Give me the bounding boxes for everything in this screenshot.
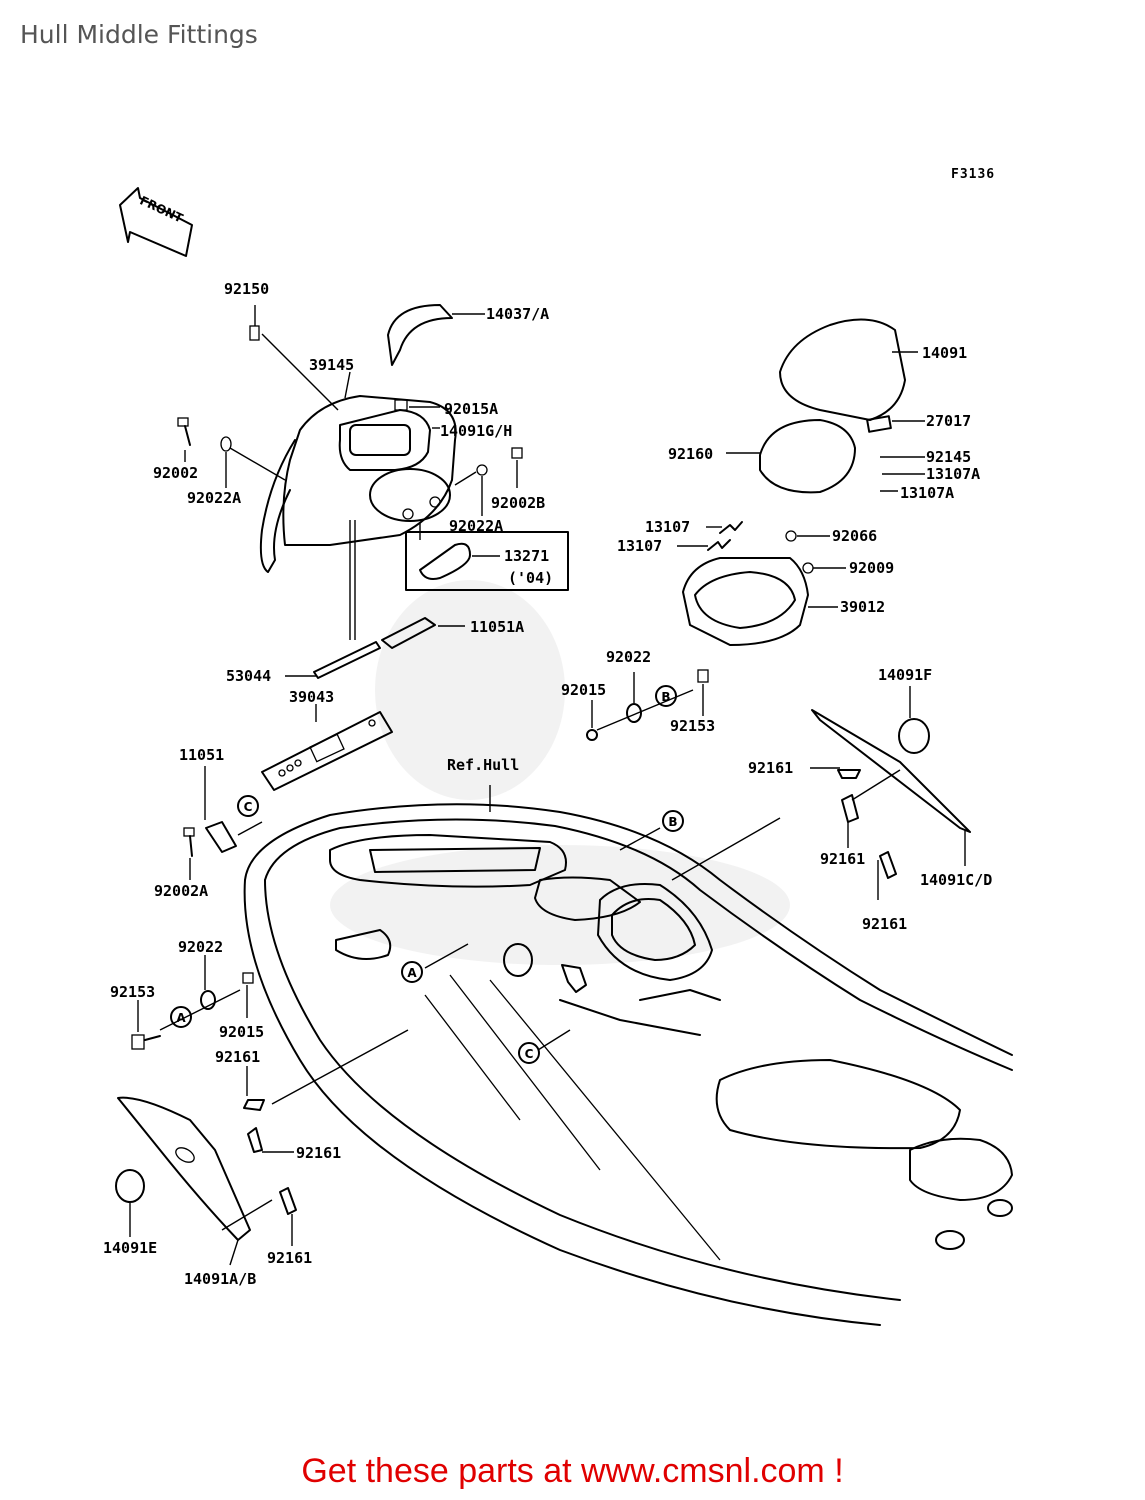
washer-92022A-left <box>220 436 286 488</box>
nut-92015A <box>394 399 408 411</box>
circle-ref-a-hull: A <box>401 961 423 983</box>
part-label-13107-2: 13107 <box>617 537 662 555</box>
part-label-13107A-2: 13107A <box>900 484 954 502</box>
part-label-27017: 27017 <box>926 412 971 430</box>
part-label-14091CD: 14091C/D <box>920 871 992 889</box>
circle-ref-a-left: A <box>170 1006 192 1028</box>
part-label-14037A: 14037/A <box>486 305 549 323</box>
part-label-11051: 11051 <box>179 746 224 764</box>
part-label-92145: 92145 <box>926 448 971 466</box>
callout-box-13271 <box>405 522 569 591</box>
part-label-53044: 53044 <box>226 667 271 685</box>
cover-14037 <box>387 304 453 366</box>
part-label-14091F: 14091F <box>878 666 932 684</box>
part-label-92009: 92009 <box>849 559 894 577</box>
pad-27017 <box>866 415 892 433</box>
part-label-92022-mid: 92022 <box>606 648 651 666</box>
page-title: Hull Middle Fittings <box>20 20 258 49</box>
part-label-39043: 39043 <box>289 688 334 706</box>
part-label-14091AB: 14091A/B <box>184 1270 256 1288</box>
part-label-92002B: 92002B <box>491 494 545 512</box>
bracket-11051 <box>183 766 263 880</box>
part-label-39145: 39145 <box>309 356 354 374</box>
front-arrow-icon: FRONT <box>119 187 193 257</box>
svg-text:A: A <box>407 966 417 980</box>
figure-code: F3136 <box>951 167 996 182</box>
trim-right-14091CD <box>810 686 971 900</box>
strip-11051A <box>381 617 436 649</box>
trim-left-14091AB <box>115 1029 409 1266</box>
part-label-92161-r1: 92161 <box>748 759 793 777</box>
fasteners-b <box>586 669 709 741</box>
svg-text:B: B <box>661 690 670 704</box>
part-label-92015-left: 92015 <box>219 1023 264 1041</box>
circle-ref-c-hull: C <box>518 1042 540 1064</box>
bin-39012 <box>682 530 846 646</box>
part-label-92015-mid: 92015 <box>561 681 606 699</box>
part-label-92002A: 92002A <box>154 882 208 900</box>
svg-text:C: C <box>244 800 253 814</box>
part-label-92161-r3: 92161 <box>862 915 907 933</box>
bolt-92150 <box>249 305 339 411</box>
rod-53044 <box>313 641 381 679</box>
part-label-14091E: 14091E <box>103 1239 157 1257</box>
part-label-92160: 92160 <box>668 445 713 463</box>
washer-92022A-right <box>454 447 523 516</box>
circle-ref-c-left: C <box>237 795 259 817</box>
svg-text:A: A <box>176 1011 186 1025</box>
console-39145 <box>259 371 457 640</box>
hull <box>243 785 1013 1326</box>
part-label-92161-l2: 92161 <box>296 1144 341 1162</box>
part-label-92022A-right: 92022A <box>449 517 503 535</box>
part-label-92150: 92150 <box>224 280 269 298</box>
part-label-92002: 92002 <box>153 464 198 482</box>
plate-39043 <box>261 704 393 791</box>
part-label-92066: 92066 <box>832 527 877 545</box>
front-arrow-label: FRONT <box>138 193 186 225</box>
circle-ref-b-hull: B <box>662 810 684 832</box>
part-label-92153-mid: 92153 <box>670 717 715 735</box>
circle-ref-b-top: B <box>655 685 677 707</box>
callout-note-04: ('04) <box>508 569 553 587</box>
gasket-92160 <box>759 419 856 494</box>
lid-14091 <box>779 318 906 421</box>
part-label-92022-left: 92022 <box>178 938 223 956</box>
part-label-13107A-1: 13107A <box>926 465 980 483</box>
callout-part-13271: 13271 <box>504 547 549 565</box>
part-label-92022A-left: 92022A <box>187 489 241 507</box>
part-label-92153-left: 92153 <box>110 983 155 1001</box>
part-label-39012: 39012 <box>840 598 885 616</box>
part-label-13107-1: 13107 <box>645 518 690 536</box>
clips-13107 <box>677 521 743 551</box>
part-label-92161-r2: 92161 <box>820 850 865 868</box>
watermark-logo <box>330 580 790 965</box>
bolt-92002 <box>177 417 191 462</box>
part-label-92161-l1: 92161 <box>215 1048 260 1066</box>
svg-text:C: C <box>525 1047 534 1061</box>
part-label-14091GH: 14091G/H <box>440 422 512 440</box>
part-label-11051A: 11051A <box>470 618 524 636</box>
part-label-92015A: 92015A <box>444 400 498 418</box>
part-label-14091: 14091 <box>922 344 967 362</box>
part-label-92161-l3: 92161 <box>267 1249 312 1267</box>
svg-text:B: B <box>668 815 677 829</box>
footer-link[interactable]: Get these parts at www.cmsnl.com ! <box>301 1452 844 1490</box>
ref-hull-label: Ref.Hull <box>447 756 519 774</box>
